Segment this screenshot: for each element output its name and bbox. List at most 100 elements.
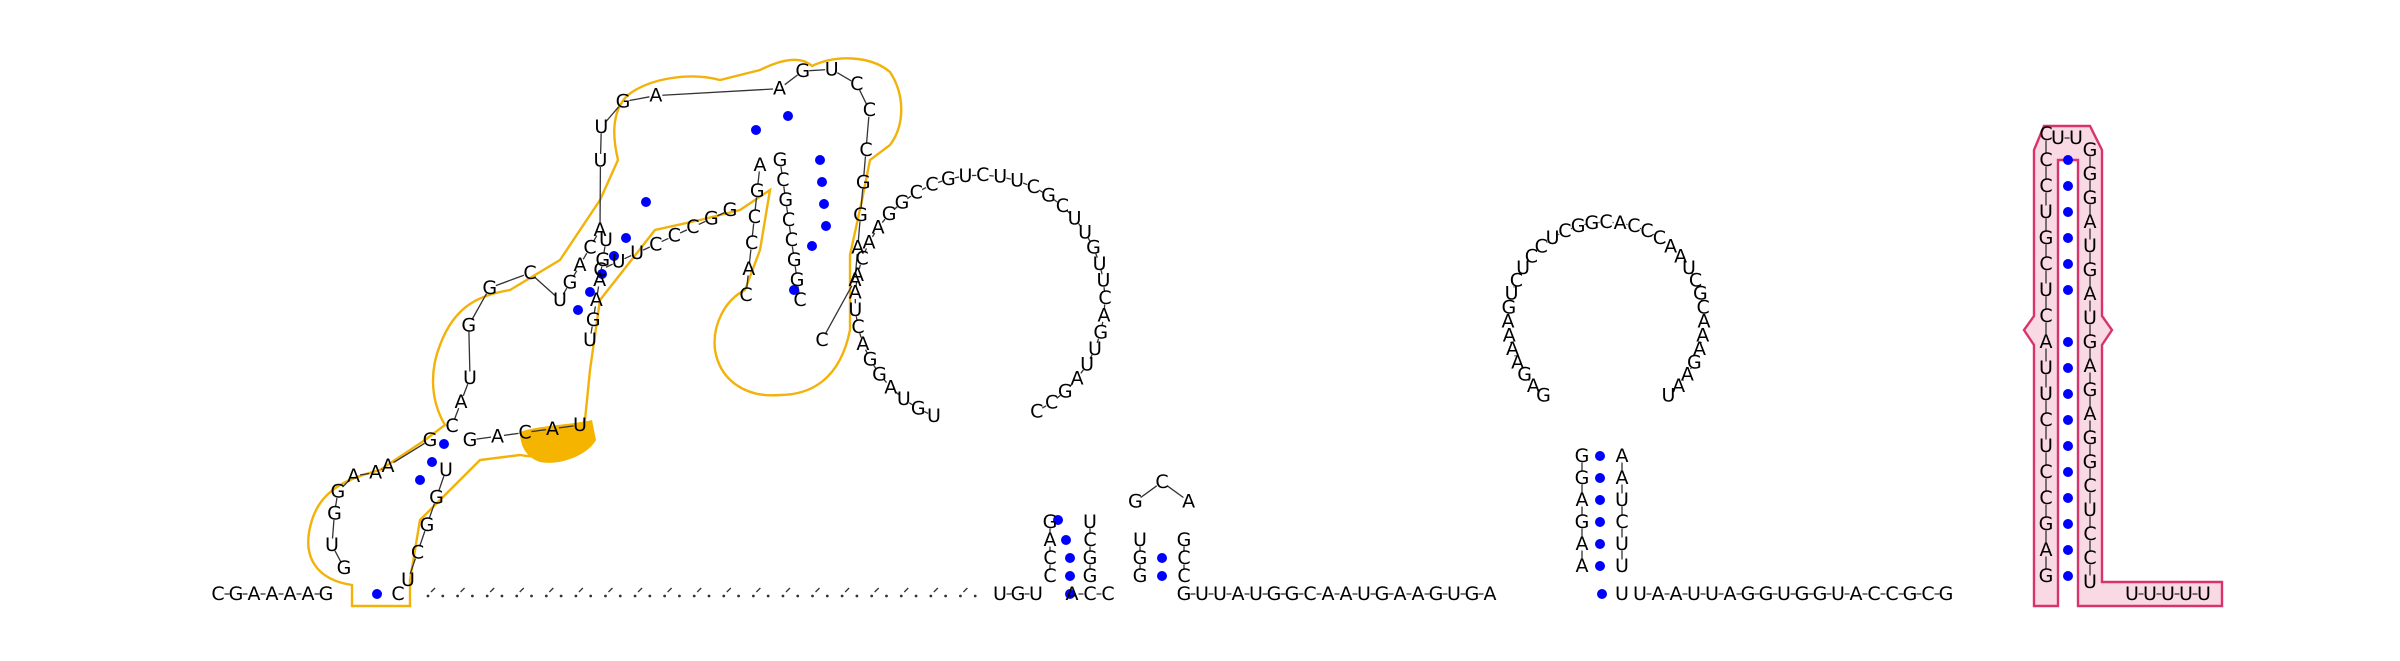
gap-dot (693, 595, 696, 598)
base-pair-dot (751, 125, 761, 135)
gap-dot (974, 595, 977, 598)
gap-dot (855, 595, 858, 598)
gap-dot (900, 595, 903, 598)
base-pair-dot (1597, 589, 1607, 599)
linker-base: A (1232, 583, 1245, 605)
pink-hairpin-outline (2024, 126, 2222, 606)
backbone-segment (490, 588, 494, 592)
base-pair-dot (1595, 517, 1605, 527)
branch-base: U (593, 149, 607, 171)
hairpin3-base: U (2039, 435, 2053, 457)
hairpin2-base: A (1576, 533, 1589, 555)
gap-dot (545, 595, 548, 598)
gap-dot (722, 595, 725, 598)
gap-dot (841, 595, 844, 598)
branch-base: G (482, 277, 497, 299)
backbone-segment (668, 588, 672, 592)
tail-base: C (1921, 583, 1934, 605)
hairpin1-base: C (1101, 583, 1114, 605)
hairpin2-loop-base: G (1585, 212, 1600, 234)
gap-dot (915, 595, 918, 598)
hairpin3-base: U (2039, 383, 2053, 405)
gap-dot (678, 595, 681, 598)
branch-base: C (668, 225, 681, 247)
linker-base: A (1322, 583, 1335, 605)
branch-base: G (461, 314, 476, 336)
backbone-segment (431, 588, 435, 592)
backbone-segment (816, 588, 820, 592)
hairpin3-base: C (2039, 175, 2052, 197)
hairpin1b-base: C (1155, 471, 1168, 493)
hairpin2-base: A (1616, 445, 1629, 467)
hairpin2-base: U (1615, 533, 1629, 555)
base-pair-dot (1065, 553, 1075, 563)
hairpin2-loop-base: C (1627, 215, 1640, 237)
orange-highlight-region (308, 58, 901, 606)
branch-base: C (850, 73, 863, 95)
gap-dot (634, 595, 637, 598)
hairpin2-base: G (1575, 511, 1590, 533)
gap-dot (870, 595, 873, 598)
backbone-segment (520, 588, 524, 592)
hairpin1-base: U (993, 583, 1007, 605)
five-prime-base: A (302, 583, 315, 605)
hairpin1-loop-base: G (941, 168, 956, 190)
tail-base: G (1795, 583, 1810, 605)
linker-base: G (1465, 583, 1480, 605)
hairpin3-base: G (2083, 187, 2098, 209)
branch-base: C (745, 232, 758, 254)
branch-base: U (463, 367, 477, 389)
hairpin2-loop-base: C (1558, 220, 1571, 242)
five-prime-base: G (229, 583, 244, 605)
linker-base: A (1484, 583, 1497, 605)
backbone-segment (904, 588, 908, 592)
hairpin3-base: G (2039, 227, 2054, 249)
base-pair-dot (641, 197, 651, 207)
hairpin1-loop-base: G (911, 398, 926, 420)
tail-base: U (1831, 583, 1845, 605)
hairpin3-base: A (2084, 403, 2097, 425)
five-prime-base: C (211, 583, 224, 605)
backbone-segment (629, 97, 649, 101)
branch-base: G (463, 429, 478, 451)
hairpin3-base: U (2083, 307, 2097, 329)
linker-base: U (1447, 583, 1461, 605)
tail-base: U (1705, 583, 1719, 605)
base-pair-dot (2063, 337, 2073, 347)
stem1-base: A (382, 455, 395, 477)
gap-dot (604, 595, 607, 598)
linker-base: G (1375, 583, 1390, 605)
hairpin3-base: A (2084, 355, 2097, 377)
backbone-segment (809, 70, 825, 71)
branch-base: U (825, 58, 839, 80)
hairpin1-loop-base: C (925, 174, 938, 196)
hairpin1b-base: A (1182, 490, 1195, 512)
base-pair-dot (2063, 155, 2073, 165)
tail-base: G (1939, 583, 1954, 605)
base-pair-dot (2063, 467, 2073, 477)
hairpin2-base: U (1615, 555, 1629, 577)
backbone-segment (875, 588, 879, 592)
stem1-base: G (331, 481, 346, 503)
base-pair-dots (372, 111, 2073, 599)
gap-dot (796, 595, 799, 598)
backbone-segment (662, 89, 773, 95)
backbone-segment (1141, 486, 1157, 498)
hairpin3-base: G (2083, 379, 2098, 401)
branch-base: C (739, 284, 752, 306)
hairpin2-base: U (1615, 583, 1629, 605)
backbone-segment (697, 588, 701, 592)
five-prime-base: A (266, 583, 279, 605)
base-pair-dot (2063, 545, 2073, 555)
gap-dot (663, 595, 666, 598)
branch-base: A (742, 258, 755, 280)
hairpin1b-base: U (1133, 529, 1147, 551)
branch-base: A (491, 425, 504, 447)
branch-base: A (590, 289, 603, 311)
base-pair-dot (2063, 207, 2073, 217)
branch-base: C (748, 206, 761, 228)
linker-base: U (1213, 583, 1227, 605)
hairpin1-loop-base: G (895, 191, 910, 213)
branch-base: U (401, 569, 415, 591)
stem1-base: G (337, 557, 352, 579)
